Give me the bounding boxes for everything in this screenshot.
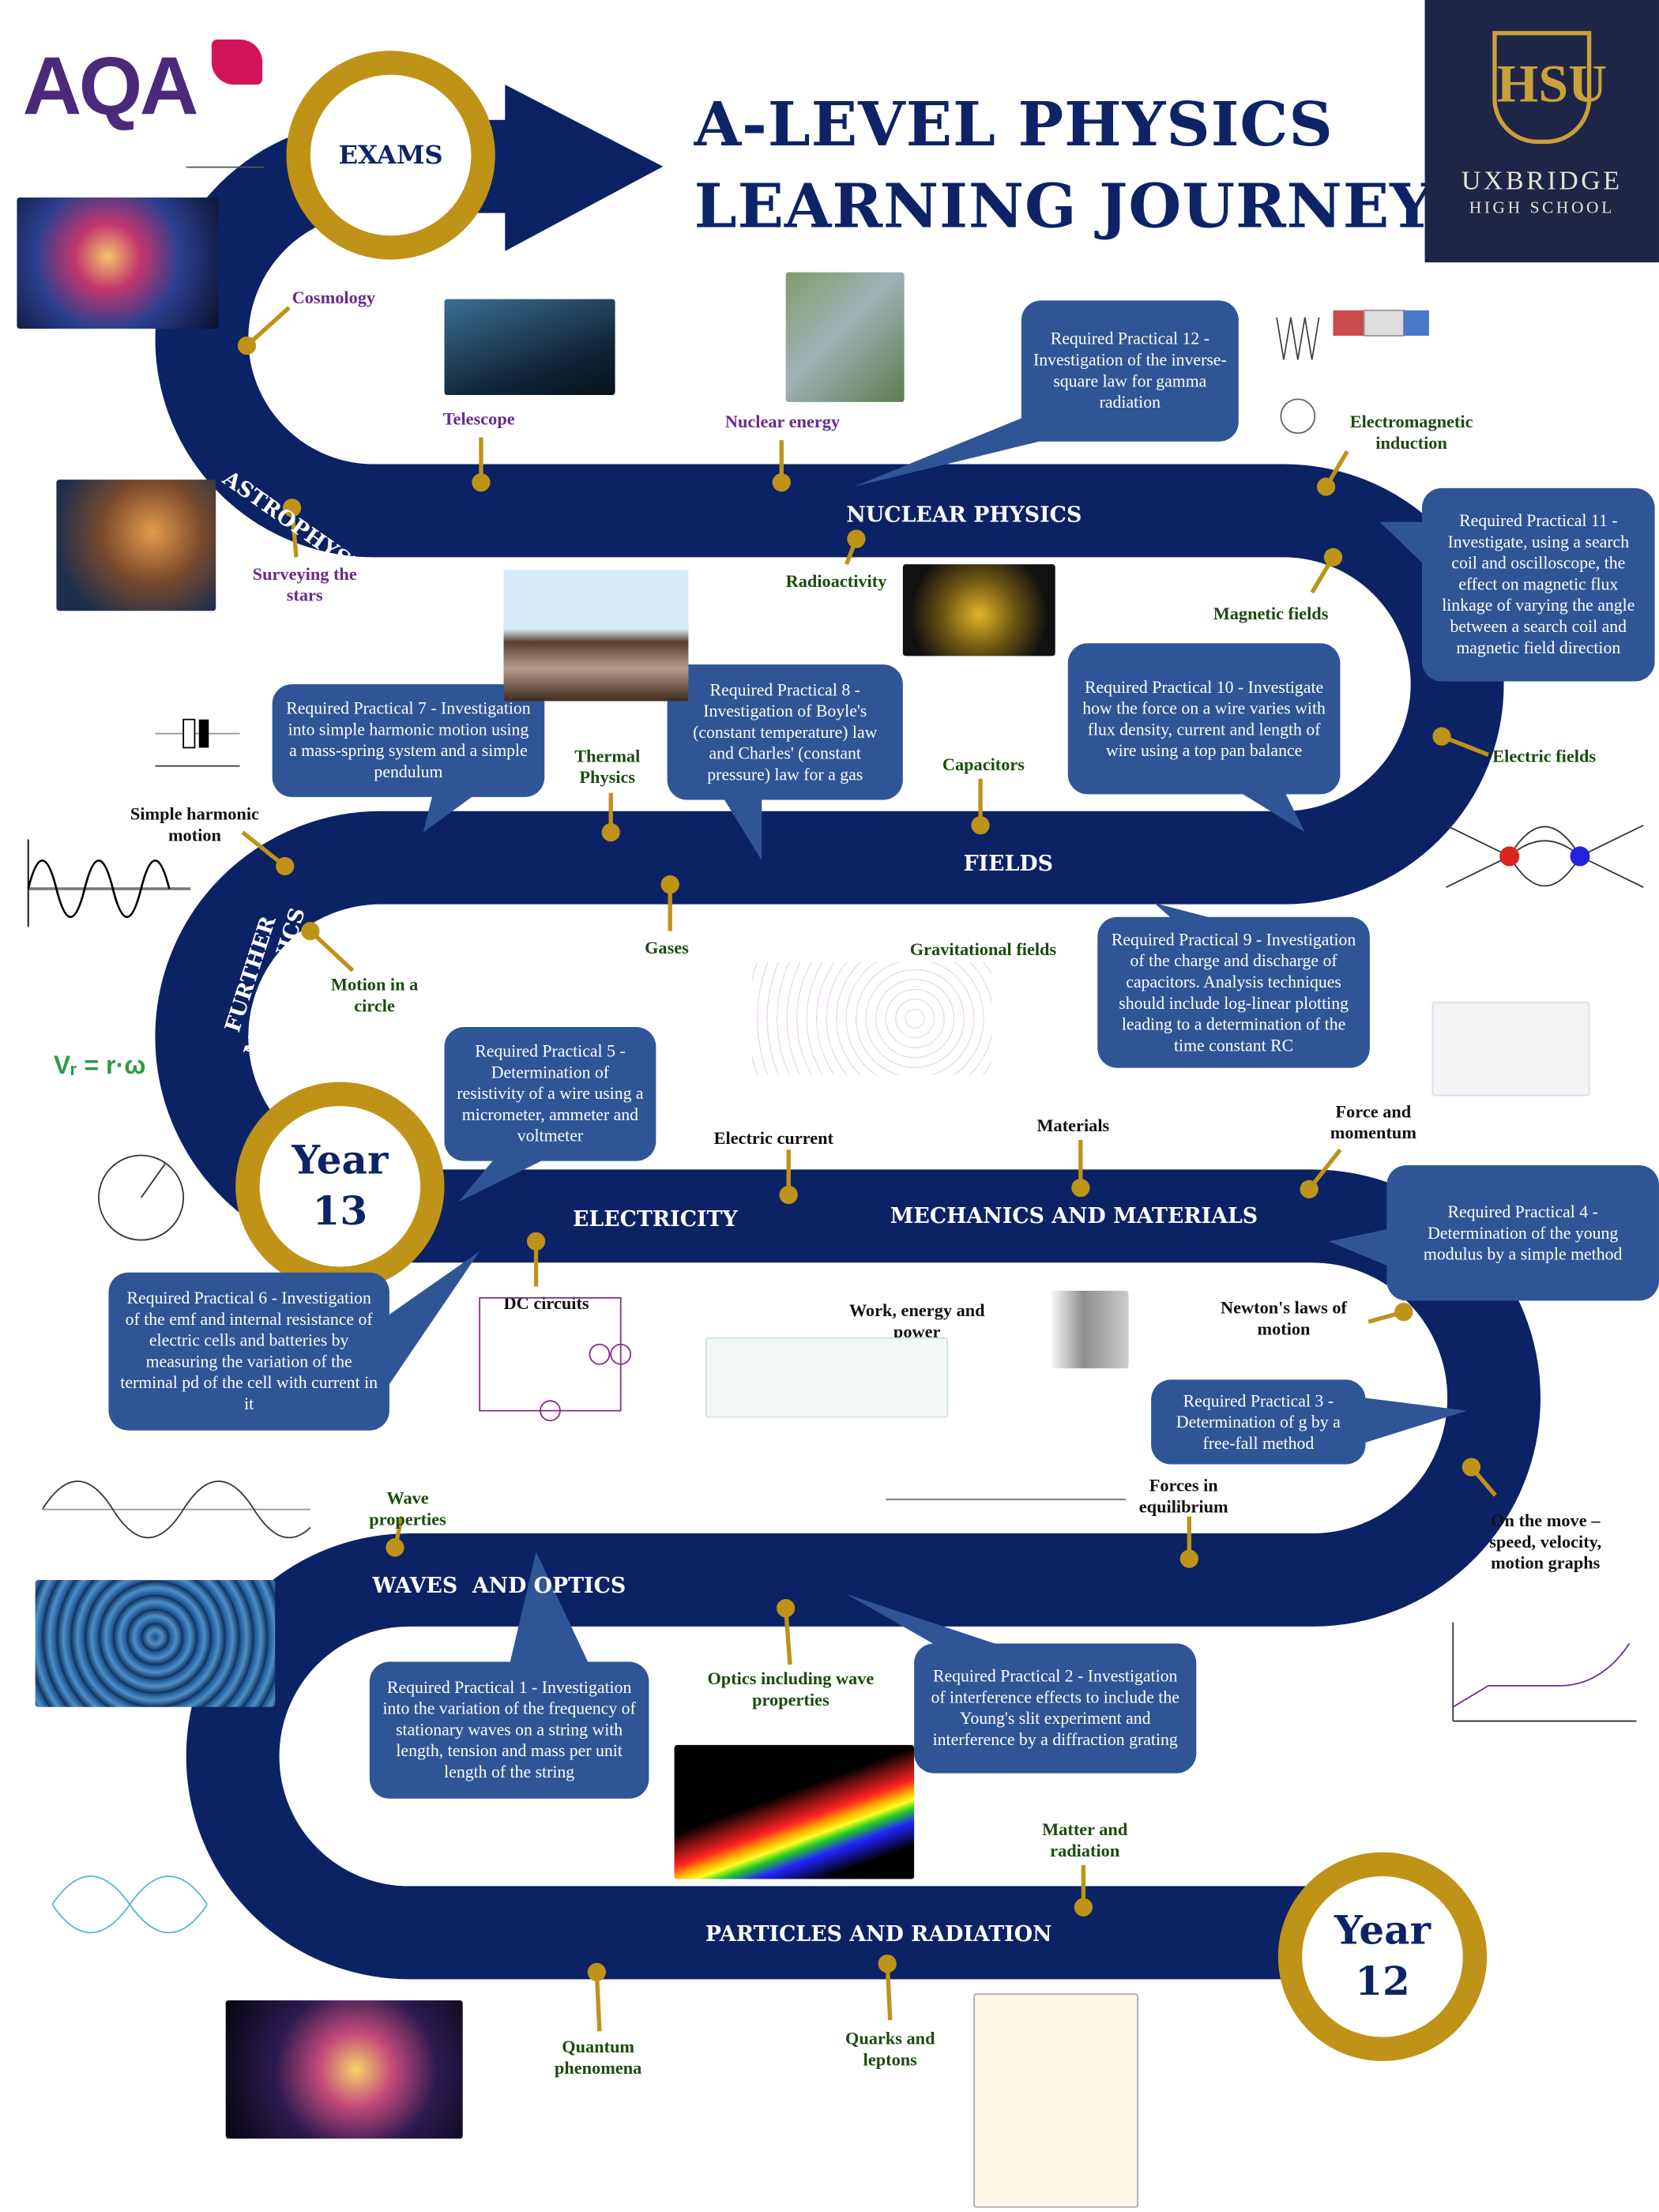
required-practical-5: Required Practical 5 - Determination of … [444,1026,656,1161]
section-electricity: ELECTRICITY [572,1206,738,1232]
required-practical-1: Required Practical 1 - Investigation int… [369,1661,649,1799]
year12-number: 12 [1355,1958,1410,2005]
prism-image [674,1744,915,1879]
topic-shm: Simple harmonic motion [130,803,259,845]
required-practical-10: Required Practical 10 - Investigate how … [1067,643,1341,795]
circular-motion-diagram [98,1154,185,1241]
required-practical-3: Required Practical 3 - Determination of … [1151,1379,1366,1465]
required-practical-6: Required Practical 6 - Investigation of … [108,1272,389,1431]
topic-electric-current: Electric current [713,1128,833,1149]
topic-capacitors: Capacitors [942,754,1025,775]
required-practical-2: Required Practical 2 - Investigation of … [914,1643,1197,1774]
topic-motion-circle: Motion in a circle [330,974,419,1016]
topic-radioactivity: Radioactivity [785,571,887,592]
year13-number: 13 [312,1187,368,1235]
work-done-diagram [705,1337,948,1418]
topic-thermal-physics: Thermal Physics [574,746,641,788]
standing-wave-diagram [52,1875,208,1934]
section-waves-optics: WAVES AND OPTICS [372,1573,626,1599]
required-practical-9: Required Practical 9 - Investigation of … [1097,916,1370,1068]
topic-quarks-leptons: Quarks and leptons [845,2028,935,2070]
topic-em-induction: Electromagnetic induction [1349,412,1473,453]
topic-newtons-laws: Newton's laws of motion [1220,1297,1347,1339]
year13-label: Year [292,1137,389,1184]
topic-force-momentum: Force and momentum [1330,1101,1416,1143]
telescope-image [444,299,615,395]
topic-optics: Optics including wave properties [707,1668,875,1710]
school-logo: HSU UXBRIDGE HIGH SCHOOL [1424,0,1659,263]
gas-particles-image [503,570,689,702]
topic-wave-properties: Wave properties [369,1488,446,1529]
leptons-quarks-chart [973,1993,1139,2208]
electric-field-diagram [1446,824,1644,889]
topic-forces-equilibrium: Forces in equilibrium [1138,1475,1228,1517]
topic-pins [237,306,1497,2032]
momentum-equation-image [1431,1001,1590,1097]
section-particles-radiation: PARTICLES AND RADIATION [705,1921,1052,1947]
title-line-1: A-LEVEL PHYSICS [694,90,1334,161]
em-induction-diagram [1276,309,1429,434]
topic-on-the-move: On the move – speed, velocity, motion gr… [1489,1510,1602,1574]
dc-circuit-diagram [479,1296,632,1422]
divider [186,166,264,168]
school-name: UXBRIDGE [1461,166,1623,197]
topic-matter-radiation: Matter and radiation [1042,1819,1128,1861]
nebula-image [56,480,216,611]
exams-label: EXAMS [338,140,443,171]
cosmology-image [17,197,219,329]
school-crest: HSU [1492,31,1607,145]
particle-collision-image [225,2000,463,2139]
gravitational-field-image [751,961,992,1075]
section-nuclear-physics: NUCLEAR PHYSICS [846,502,1082,528]
velocity-time-graph [1452,1622,1637,1722]
topic-dc-circuits: DC circuits [503,1293,589,1314]
topic-surveying-stars: Surveying the stars [252,564,357,606]
aqa-logo: AQA [22,40,199,133]
required-practical-4: Required Practical 4 - Determination of … [1386,1164,1659,1301]
topic-quantum-phenomena: Quantum phenomena [554,2037,642,2078]
exams-milestone: EXAMS [286,51,495,260]
topic-cosmology: Cosmology [292,288,376,308]
circular-velocity-formula: Vᵣ = r·ω [53,1051,146,1080]
school-subtitle: HIGH SCHOOL [1469,197,1615,217]
exam-arrow-head [505,85,664,251]
title-line-2: LEARNING JOURNEY [694,171,1434,243]
required-practical-12: Required Practical 12 - Investigation of… [1021,300,1239,442]
topic-electric-fields: Electric fields [1492,746,1597,766]
wave-diagram [42,1480,310,1539]
section-fields: FIELDS [963,850,1054,876]
pushing-block-image [1015,1290,1129,1369]
page-title: A-LEVEL PHYSICS LEARNING JOURNEY [694,85,1434,248]
radioactivity-image [902,564,1055,656]
topic-materials: Materials [1036,1115,1110,1136]
aqa-logo-mark [211,39,263,85]
topic-gases: Gases [645,938,689,958]
truck-forces-image [886,1460,1126,1524]
topic-nuclear-energy: Nuclear energy [724,412,841,432]
capacitor-symbols [155,718,240,767]
year12-label: Year [1334,1907,1431,1954]
required-practical-7: Required Practical 7 - Investigation int… [272,684,545,797]
topic-gravitational-fields: Gravitational fields [909,939,1057,960]
journey-road [155,119,1540,1980]
nuclear-energy-image [785,272,905,402]
shm-wave-graph [27,839,191,927]
topic-telescope: Telescope [442,408,515,429]
topic-magnetic-fields: Magnetic fields [1213,604,1329,624]
water-ripple-image [35,1579,276,1707]
required-practical-8: Required Practical 8 - Investigation of … [667,664,903,800]
section-mechanics-materials: MECHANICS AND MATERIALS [890,1203,1258,1229]
required-practical-11: Required Practical 11 - Investigate, usi… [1421,487,1655,682]
